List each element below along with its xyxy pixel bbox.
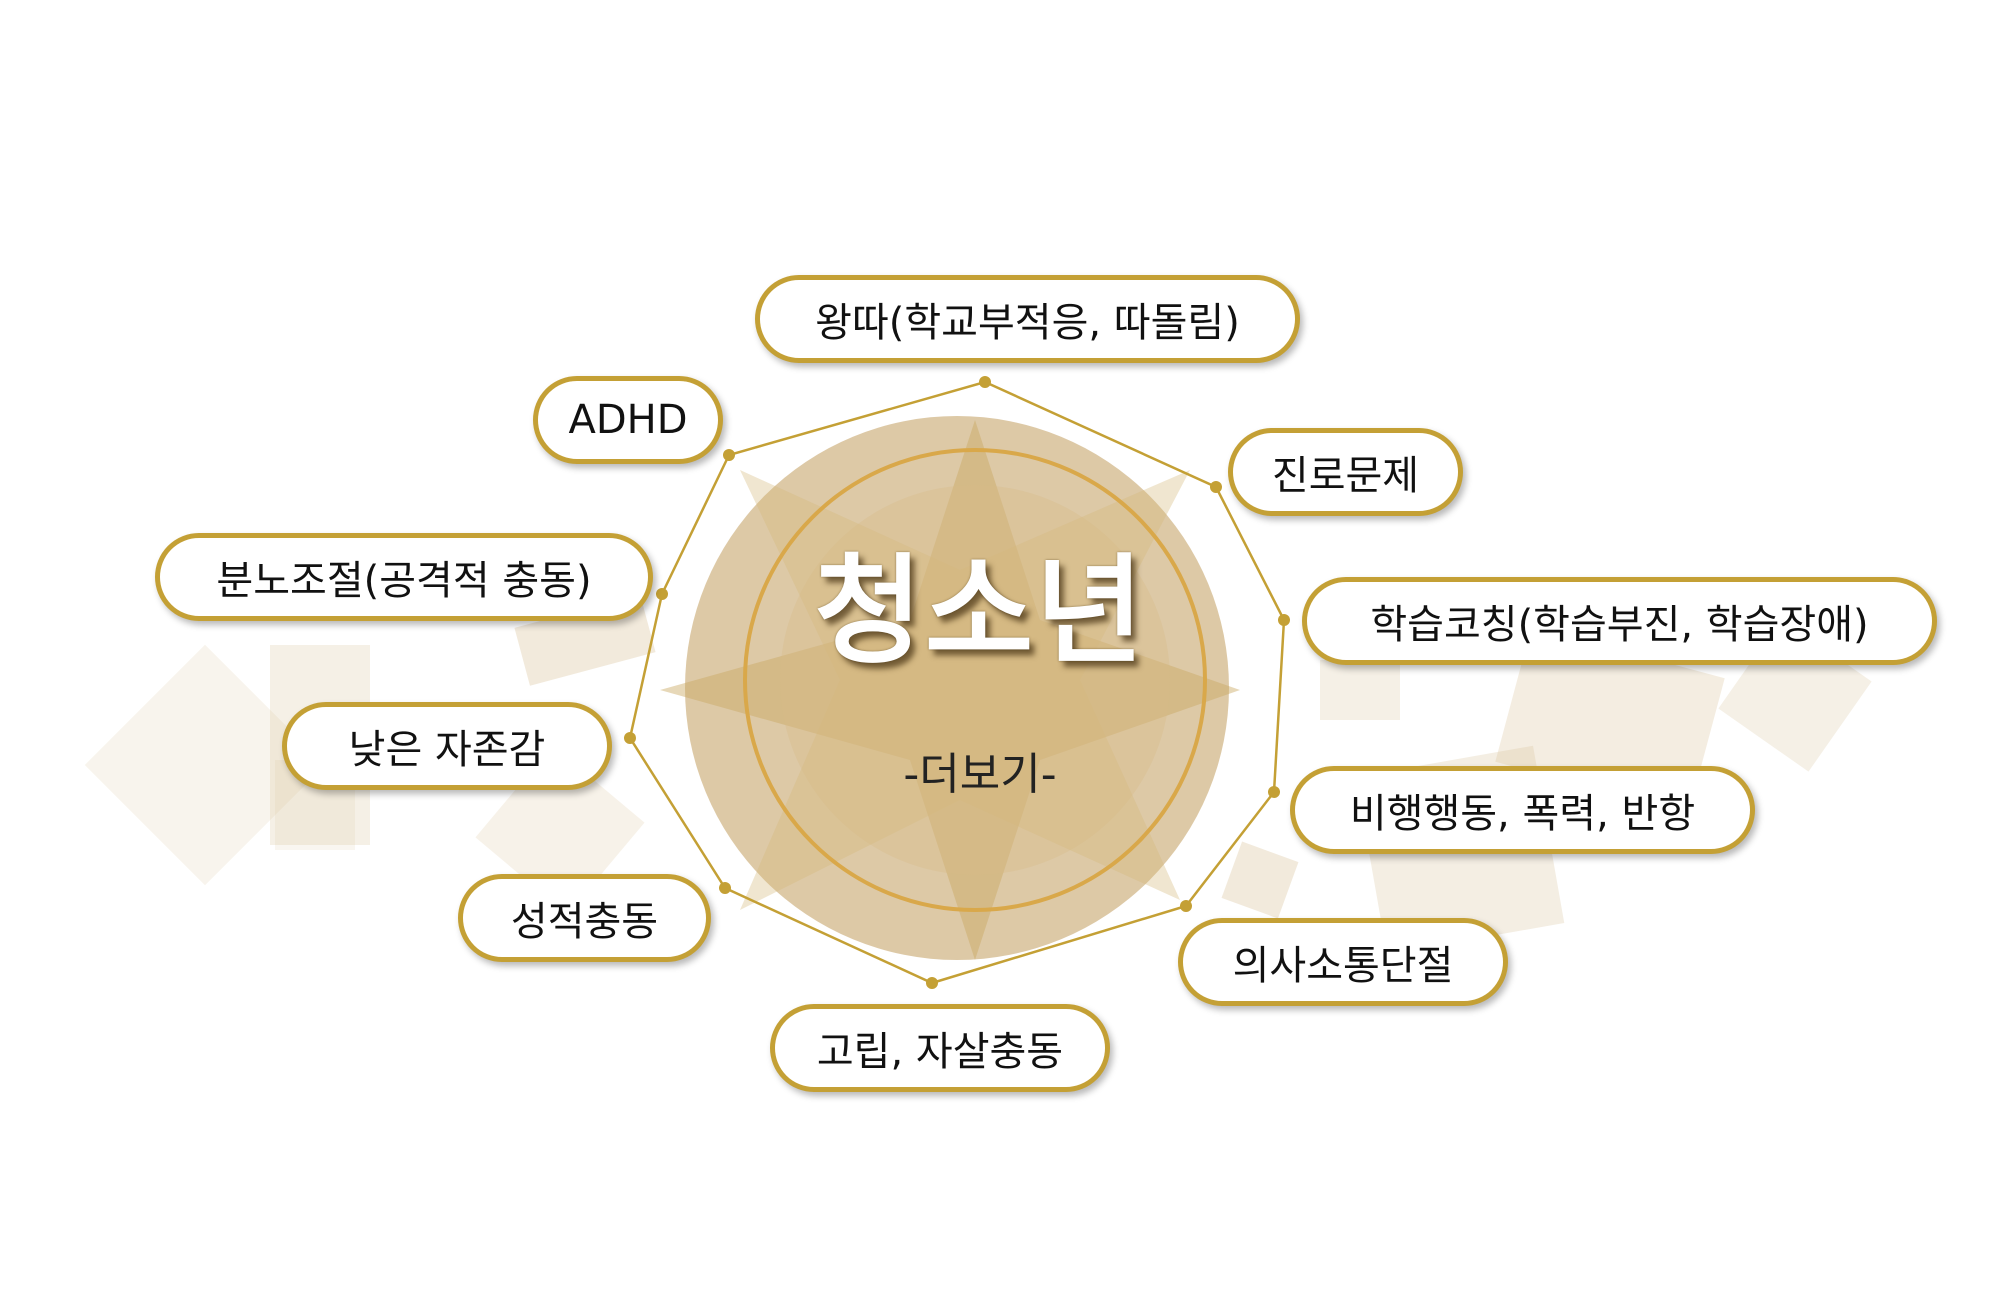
topic-adhd[interactable]: ADHD bbox=[533, 376, 723, 464]
topic-learning[interactable]: 학습코칭(학습부진, 학습장애) bbox=[1302, 577, 1937, 665]
topic-bullying[interactable]: 왕따(학교부적응, 따돌림) bbox=[755, 275, 1300, 363]
topic-sexual[interactable]: 성적충동 bbox=[458, 874, 711, 962]
center-emblem bbox=[660, 416, 1240, 960]
topic-communication[interactable]: 의사소통단절 bbox=[1178, 918, 1508, 1006]
center-title: 청소년 bbox=[814, 541, 1146, 680]
topic-self-esteem[interactable]: 낮은 자존감 bbox=[282, 702, 612, 790]
topic-anger[interactable]: 분노조절(공격적 충동) bbox=[155, 533, 653, 621]
connector-ring bbox=[624, 376, 1290, 989]
more-link[interactable]: -더보기- bbox=[903, 749, 1057, 800]
topic-isolation[interactable]: 고립, 자살충동 bbox=[770, 1004, 1110, 1092]
topic-career[interactable]: 진로문제 bbox=[1228, 428, 1463, 516]
topic-delinquency[interactable]: 비행행동, 폭력, 반항 bbox=[1290, 766, 1755, 854]
